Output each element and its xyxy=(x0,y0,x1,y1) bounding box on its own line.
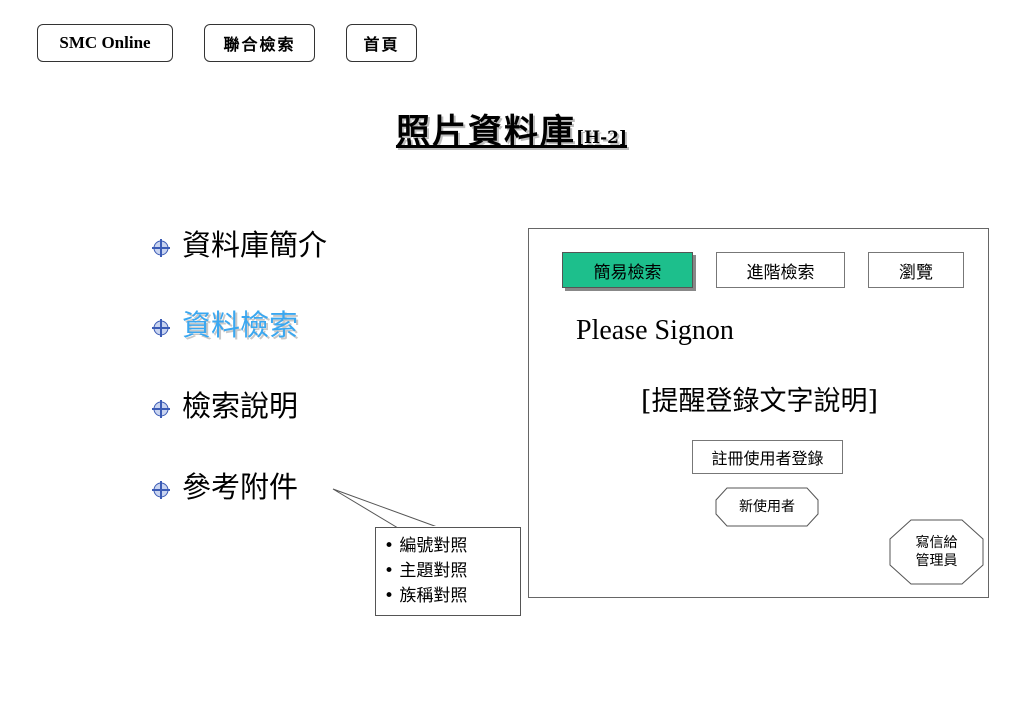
diamond-cross-bullet-icon xyxy=(150,474,172,499)
mail-admin-line2: 管理員 xyxy=(915,553,958,569)
joint-search-button[interactable]: 聯合檢索 xyxy=(204,24,315,62)
page-title-main: 照片資料庫 xyxy=(395,112,576,152)
menu-item-data-search[interactable]: 資料檢索 xyxy=(150,302,298,344)
smc-online-button[interactable]: SMC Online xyxy=(37,24,173,62)
registered-user-login-button[interactable]: 註冊使用者登錄 xyxy=(692,440,843,474)
tab-browse[interactable]: 瀏覽 xyxy=(868,252,964,288)
mail-admin-button[interactable]: 寫信給管理員 xyxy=(889,519,984,585)
home-button[interactable]: 首頁 xyxy=(346,24,417,62)
page-title-code: [H-2] xyxy=(575,128,628,148)
search-panel: 簡易檢索 進階檢索 瀏覽 Please Signon [提醒登錄文字說明] 註冊… xyxy=(528,228,989,598)
diamond-cross-bullet-icon xyxy=(150,393,172,418)
callout-item-ethnic-name-lookup[interactable]: • 族稱對照 xyxy=(384,586,468,606)
mail-admin-label: 寫信給管理員 xyxy=(889,519,984,585)
diamond-cross-bullet-icon xyxy=(150,232,172,257)
new-user-button[interactable]: 新使用者 xyxy=(715,487,819,527)
menu-item-label: 檢索說明 xyxy=(182,389,299,423)
menu-item-search-help[interactable]: 檢索說明 xyxy=(150,383,298,425)
menu-item-database-intro[interactable]: 資料庫簡介 xyxy=(150,222,327,264)
mail-admin-line1: 寫信給 xyxy=(915,535,958,551)
callout-item-number-lookup[interactable]: • 編號對照 xyxy=(384,536,468,556)
diamond-cross-bullet-icon xyxy=(150,312,172,337)
signon-prompt: Please Signon xyxy=(576,315,734,346)
callout-item-subject-lookup[interactable]: • 主題對照 xyxy=(384,561,468,581)
tab-simple-search[interactable]: 簡易檢索 xyxy=(562,252,693,288)
tab-advanced-search[interactable]: 進階檢索 xyxy=(716,252,845,288)
new-user-label: 新使用者 xyxy=(739,499,795,515)
attachments-callout: • 編號對照 • 主題對照 • 族稱對照 xyxy=(375,527,521,616)
menu-item-label: 參考附件 xyxy=(182,470,299,504)
page-title: 照片資料庫[H-2] xyxy=(0,104,1023,153)
login-reminder-text: [提醒登錄文字說明] xyxy=(640,386,879,417)
menu-item-label: 資料庫簡介 xyxy=(182,228,328,262)
menu-item-reference-attachments[interactable]: 參考附件 xyxy=(150,464,298,506)
menu-item-label: 資料檢索 xyxy=(182,308,299,342)
